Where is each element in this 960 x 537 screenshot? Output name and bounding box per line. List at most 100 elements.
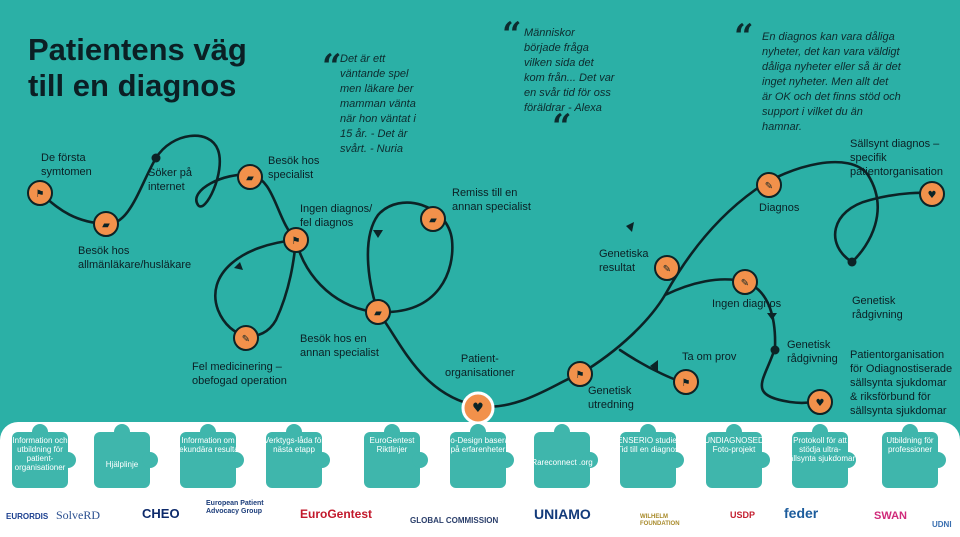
puzzle-piece-icon bbox=[620, 424, 684, 488]
resource-co-design: Co-Design baserat på erfarenheter bbox=[444, 436, 512, 454]
speech-glyph-icon: ▰ bbox=[246, 173, 254, 184]
arrow-icon bbox=[626, 222, 634, 232]
puzzle-piece-icon bbox=[364, 424, 428, 488]
pin-glyph-icon: ✎ bbox=[765, 181, 773, 192]
label-ta-om-prov: Ta om prov bbox=[682, 351, 737, 363]
label-soker-internet: Söker på internet bbox=[148, 167, 193, 193]
resource-utbildning-professioner: Utbildning för professioner bbox=[886, 436, 934, 454]
pin-glyph-icon: ✎ bbox=[741, 278, 749, 289]
arrow-icon bbox=[234, 262, 243, 270]
puzzle-piece-icon bbox=[792, 424, 856, 488]
label-fel-medicinering: Fel medicinering – obefogad operation bbox=[192, 361, 287, 387]
quote-mark-icon: “ bbox=[502, 15, 522, 55]
flag-glyph-icon: ⚑ bbox=[576, 370, 585, 381]
logo-global-commission: GLOBAL COMMISSION bbox=[410, 516, 499, 525]
path-dot bbox=[847, 257, 857, 267]
resource-sekundara-resultat: Information om sekundära resultat bbox=[175, 436, 241, 454]
resource-info-utbildning: Information och utbildning för patient-o… bbox=[12, 436, 68, 472]
path-segment bbox=[578, 160, 879, 376]
flag-marker-icon bbox=[27, 180, 53, 206]
heart-glyph-icon: ♥ bbox=[816, 398, 825, 409]
logo-cheo: CHEO bbox=[142, 506, 180, 521]
flag-marker-icon bbox=[567, 361, 593, 387]
logo-solverd: SolveRD bbox=[56, 508, 101, 522]
speech-glyph-icon: ▰ bbox=[429, 215, 437, 226]
label-sallsynt-diagnos: Sällsynt diagnos – specifik patientorgan… bbox=[850, 138, 943, 178]
pin-marker-icon bbox=[732, 269, 758, 295]
resource-protokoll: Protokoll för att stödja ultra-sällsynta… bbox=[784, 436, 856, 463]
page-title: Patientens väg till en diagnos bbox=[28, 32, 247, 103]
logo-swan: SWAN bbox=[874, 510, 907, 522]
label-ingen-diagnos: Ingen diagnos bbox=[712, 298, 782, 310]
resource-eurogentest: EuroGentest Riktlinjer bbox=[369, 436, 415, 454]
quote-close-mark-icon: “ bbox=[552, 107, 572, 147]
resource-verktygslada: Verktygs-låda för nästa etapp bbox=[263, 436, 325, 454]
label-genetisk-radgivning-right: Genetisk rådgivning bbox=[852, 295, 903, 321]
handshake-marker-icon bbox=[807, 389, 833, 415]
puzzle-piece-icon bbox=[12, 424, 76, 488]
arrow-icon bbox=[767, 313, 777, 320]
pin-marker-icon bbox=[233, 325, 259, 351]
heart-glyph-icon: ♥ bbox=[472, 401, 484, 416]
resource-enserio: ENSERIO studie. Tid till en diagnos bbox=[617, 436, 679, 454]
path-segment bbox=[663, 278, 777, 350]
logo-udni: UDNI bbox=[932, 520, 952, 529]
label-allmanlakare: Besök hos allmänläkare/husläkare bbox=[78, 245, 192, 271]
label-remiss: Remiss till en annan specialist bbox=[452, 187, 531, 213]
flag-glyph-icon: ⚑ bbox=[292, 236, 301, 247]
label-annan-specialist: Besök hos en annan specialist bbox=[300, 333, 379, 359]
quote-nuria: Det är ett väntande spel men läkare ber … bbox=[340, 53, 416, 155]
label-diagnos: Diagnos bbox=[759, 202, 800, 214]
path-segment bbox=[294, 201, 454, 314]
pin-marker-icon bbox=[654, 255, 680, 281]
flag-marker-icon bbox=[673, 369, 699, 395]
logo-wilhelm: WILHELM FOUNDATION bbox=[640, 514, 680, 527]
resource-undiagnosed-foto: UNDIAGNOSED Foto-projekt bbox=[704, 436, 764, 454]
resource-rareconnect: Rareconnect .org bbox=[531, 458, 593, 467]
label-genetiska-resultat: Genetiska resultat bbox=[599, 248, 649, 274]
flag-marker-icon bbox=[283, 227, 309, 253]
logo-eurordis: EURORDIS bbox=[6, 512, 49, 521]
logo-feder: feder bbox=[784, 505, 819, 521]
puzzle-piece-icon bbox=[882, 424, 946, 488]
speech-marker-icon bbox=[420, 206, 446, 232]
flag-glyph-icon: ⚑ bbox=[682, 378, 691, 389]
speech-glyph-icon: ▰ bbox=[374, 308, 382, 319]
path-dot bbox=[151, 153, 161, 163]
pin-glyph-icon: ✎ bbox=[663, 264, 671, 275]
puzzle-piece-icon bbox=[94, 424, 158, 488]
puzzle-piece-icon bbox=[450, 424, 514, 488]
speech-glyph-icon: ▰ bbox=[102, 220, 110, 231]
puzzle-piece-icon bbox=[180, 424, 244, 488]
quote-mark-icon: “ bbox=[734, 17, 754, 57]
heart-marker-icon bbox=[919, 181, 945, 207]
logo-epag: European Patient Advocacy Group bbox=[206, 500, 264, 515]
path-segment bbox=[833, 191, 934, 264]
logo-usdp: USDP bbox=[730, 510, 756, 520]
label-ingen-fel-diagnos: Ingen diagnos/ fel diagnos bbox=[300, 203, 373, 229]
label-odiagnostiserade: Patientorganisation för Odiagnostiserade… bbox=[850, 349, 953, 417]
path-segment bbox=[214, 238, 298, 338]
puzzle-piece-icon bbox=[534, 424, 598, 488]
label-patientorganisationer: Patient- organisationer bbox=[445, 353, 515, 379]
heart-glyph-icon: ♥ bbox=[928, 190, 937, 201]
arrow-icon bbox=[650, 360, 658, 372]
label-genetisk-utredning: Genetisk utredning bbox=[588, 385, 634, 411]
puzzle-piece-icon bbox=[266, 424, 330, 488]
arrow-icon bbox=[373, 230, 383, 238]
logo-eurogentest: EuroGentest bbox=[300, 507, 373, 521]
puzzle-piece-icon bbox=[706, 424, 770, 488]
quote-diagnosis: En diagnos kan vara dåliga nyheter, det … bbox=[762, 31, 901, 133]
logo-uniamo: UNIAMO bbox=[534, 506, 591, 522]
label-genetisk-radgivning-mid: Genetisk rådgivning bbox=[787, 339, 838, 365]
quote-mark-icon: “ bbox=[322, 47, 342, 87]
pin-marker-icon bbox=[756, 172, 782, 198]
pin-glyph-icon: ✎ bbox=[242, 334, 250, 345]
quote-alexa: Människor började fråga vilken sida det … bbox=[524, 27, 615, 114]
speech-marker-icon bbox=[237, 164, 263, 190]
speech-marker-icon bbox=[93, 211, 119, 237]
resource-hjalplinje: Hjälplinje bbox=[105, 460, 139, 469]
path-dot bbox=[770, 345, 780, 355]
